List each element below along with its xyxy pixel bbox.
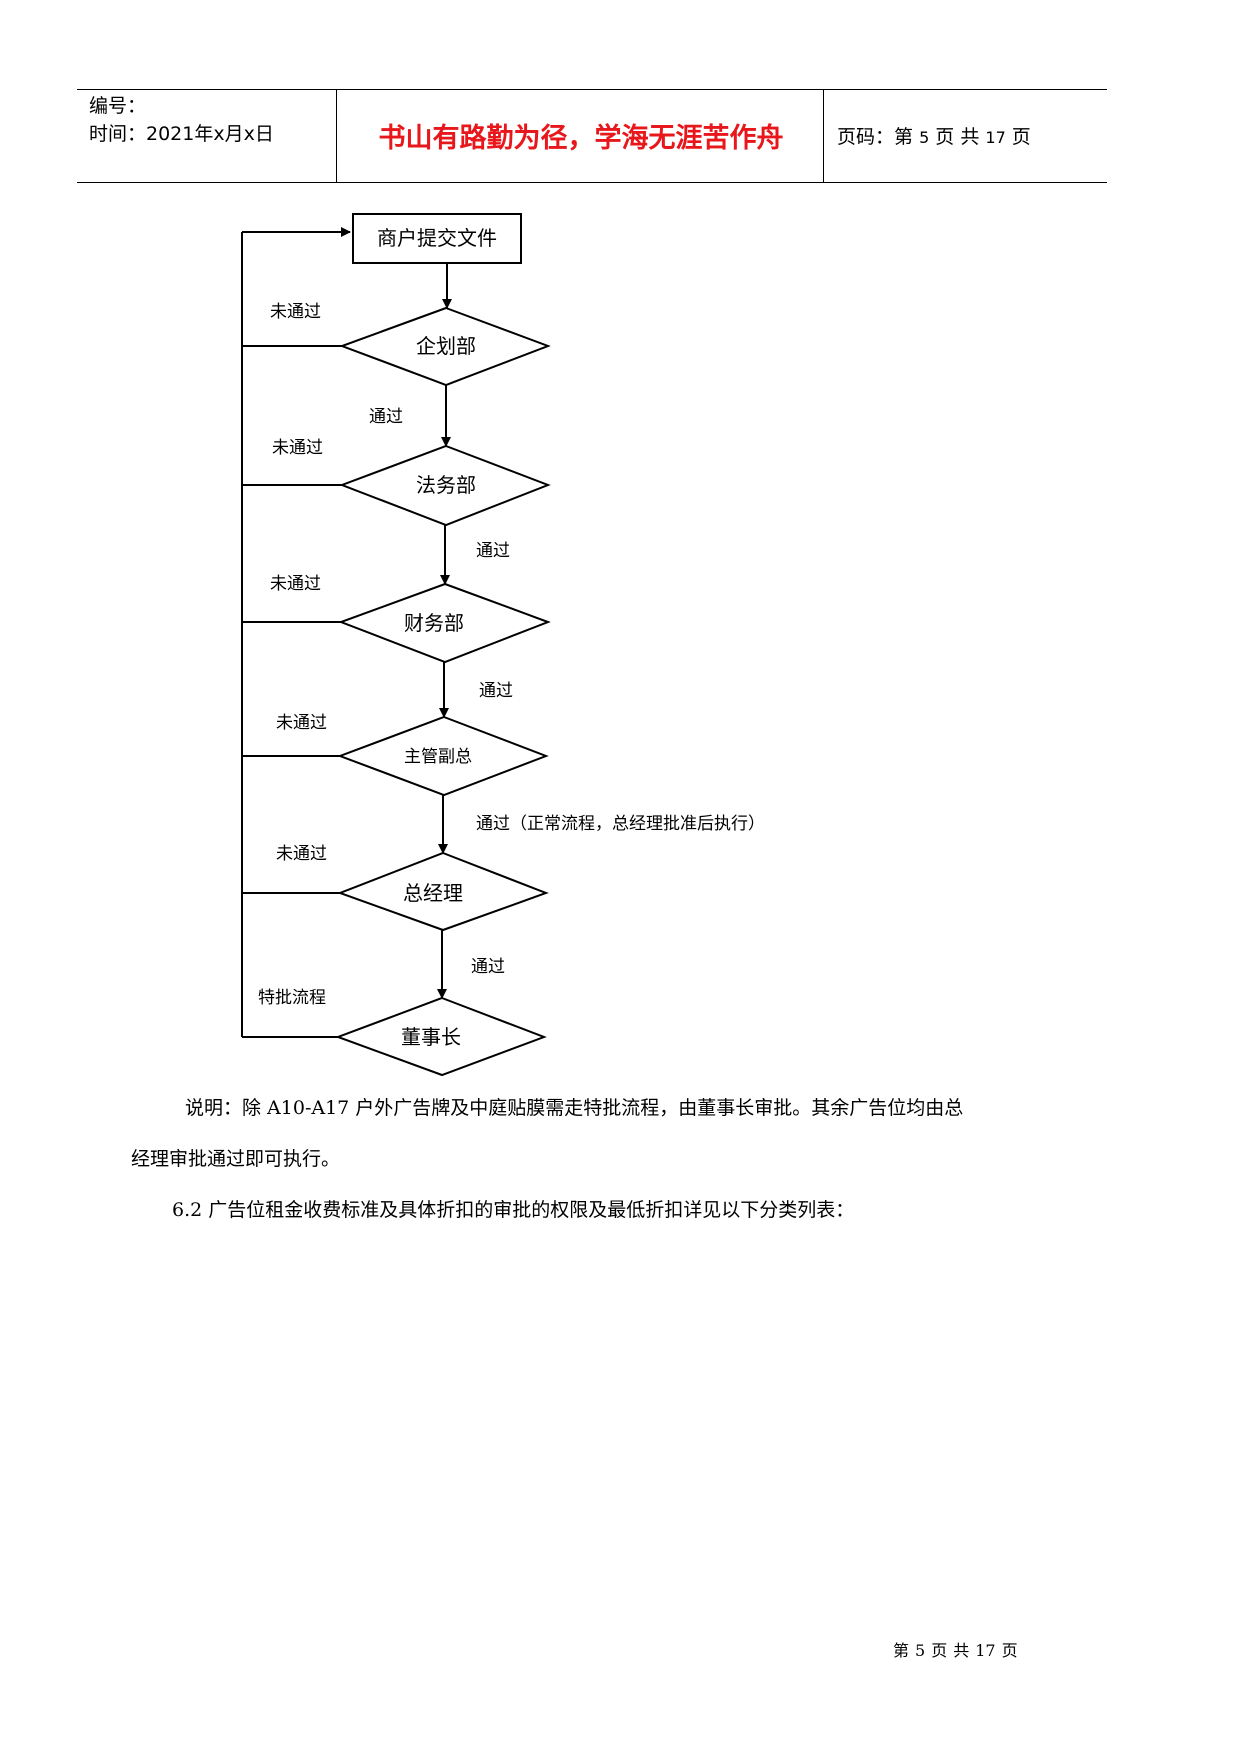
header-divider bbox=[336, 90, 337, 182]
header-meta: 编号： 时间：2021年x月x日 bbox=[89, 92, 274, 148]
note-line-2: 经理审批通过即可执行。 bbox=[131, 1148, 341, 1170]
page-prefix: 页码：第 bbox=[837, 126, 914, 148]
note-line-1: 说明：除 A10-A17 户外广告牌及中庭贴膜需走特批流程，由董事长审批。其余广… bbox=[185, 1097, 964, 1119]
decision-finance bbox=[338, 582, 551, 664]
decision-legal bbox=[339, 444, 551, 527]
node-label-deputy-gm: 主管副总 bbox=[404, 747, 472, 767]
footer-text: 共 bbox=[953, 1641, 970, 1660]
decision-deputy-gm bbox=[337, 715, 549, 797]
special-approval-label: 特批流程 bbox=[258, 988, 326, 1008]
page-header: 编号： 时间：2021年x月x日 书山有路勤为径，学海无涯苦作舟 页码：第 5 … bbox=[77, 89, 1107, 183]
node-label-finance: 财务部 bbox=[404, 611, 464, 635]
footer-text: 第 bbox=[893, 1641, 910, 1660]
footer-current: 5 bbox=[915, 1641, 926, 1660]
pass-label: 通过 bbox=[476, 541, 510, 561]
node-label-general-manager: 总经理 bbox=[403, 881, 463, 905]
header-page-number: 页码：第 5 页 共 17 页 bbox=[837, 122, 1031, 149]
node-label-legal: 法务部 bbox=[416, 473, 476, 497]
decision-planning bbox=[339, 306, 551, 387]
header-motto: 书山有路勤为径，学海无涯苦作舟 bbox=[378, 123, 784, 154]
fail-label: 未通过 bbox=[270, 574, 321, 594]
fail-label: 未通过 bbox=[270, 302, 321, 322]
node-label-chairman: 董事长 bbox=[401, 1025, 461, 1049]
pass-label: 通过 bbox=[479, 681, 513, 701]
decision-chairman bbox=[335, 996, 547, 1077]
node-label-planning: 企划部 bbox=[416, 334, 476, 358]
page-suffix: 页 bbox=[1011, 126, 1031, 148]
section-heading: 6.2 广告位租金收费标准及具体折扣的审批的权限及最低折扣详见以下分类列表： bbox=[172, 1199, 855, 1221]
pass-label: 通过 bbox=[369, 407, 403, 427]
fail-label: 未通过 bbox=[272, 438, 323, 458]
footer-text: 页 bbox=[931, 1641, 948, 1660]
document-time: 时间：2021年x月x日 bbox=[89, 123, 274, 145]
rejection-return-line bbox=[241, 227, 351, 1038]
header-divider bbox=[823, 90, 824, 182]
pass-label: 通过 bbox=[471, 957, 505, 977]
fail-label: 未通过 bbox=[276, 713, 327, 733]
document-number-label: 编号： bbox=[89, 95, 147, 117]
fail-label: 未通过 bbox=[276, 844, 327, 864]
footer-total: 17 bbox=[975, 1641, 996, 1660]
page-mid: 页 共 bbox=[935, 126, 980, 148]
page-total: 17 bbox=[985, 128, 1006, 147]
start-box bbox=[352, 213, 522, 264]
start-label: 商户提交文件 bbox=[377, 226, 497, 250]
page-current: 5 bbox=[919, 128, 930, 147]
pass-label: 通过（正常流程，总经理批准后执行） bbox=[476, 814, 765, 834]
footer-text: 页 bbox=[1001, 1641, 1018, 1660]
pass-arrows bbox=[437, 263, 452, 999]
decision-general-manager bbox=[337, 851, 549, 932]
